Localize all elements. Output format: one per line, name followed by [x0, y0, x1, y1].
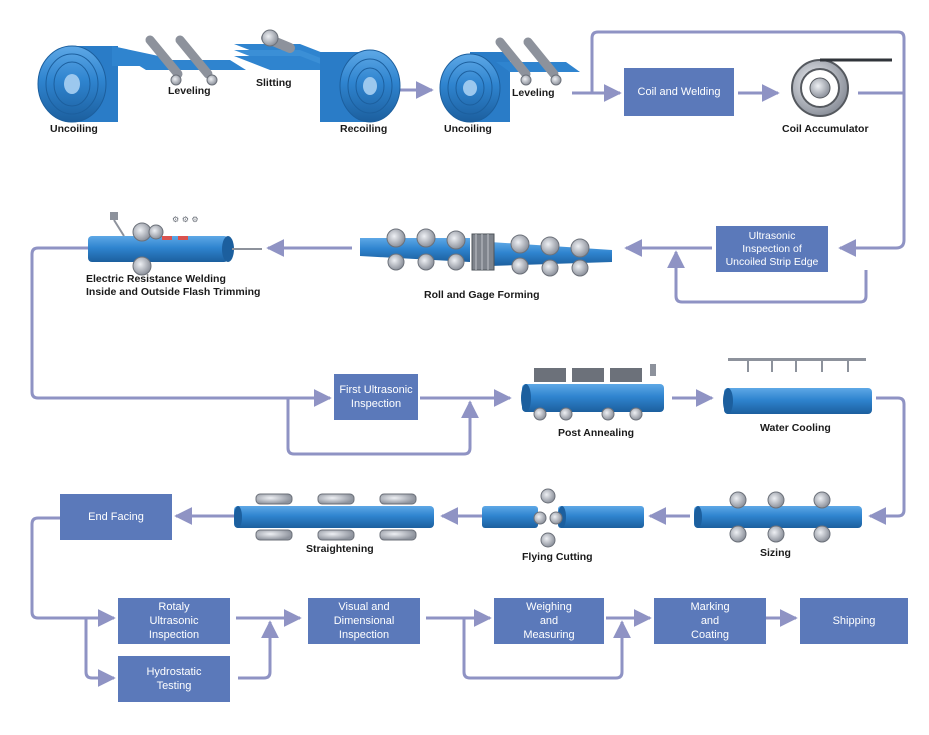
leveling-illustration-2	[495, 37, 580, 86]
arrow-hydrostatic-to-visual	[238, 620, 279, 680]
label-water-cooling: Water Cooling	[760, 422, 831, 434]
loop-first-ultrasonic	[286, 398, 479, 456]
connector-to-hydrostatic	[84, 618, 116, 687]
label-post-annealing: Post Annealing	[558, 427, 634, 439]
box-coil-welding: Coil and Welding	[624, 68, 734, 116]
svg-text:⚙ ⚙ ⚙: ⚙ ⚙ ⚙	[172, 215, 199, 224]
connector-end-facing-to-rotary	[30, 516, 116, 627]
label-coil-accumulator: Coil Accumulator	[782, 123, 869, 135]
uncoiling-illustration-1	[37, 45, 168, 123]
leveling-illustration-1	[130, 35, 246, 86]
box-visual-dimensional-inspection: Visual and Dimensional Inspection	[308, 598, 420, 644]
box-first-ultrasonic-inspection: First Ultrasonic Inspection	[334, 374, 418, 420]
water-cooling-illustration	[723, 358, 872, 414]
post-annealing-illustration	[521, 364, 664, 421]
connector-leveling-to-ultrasonic	[572, 30, 906, 257]
erw-illustration: ⚙ ⚙ ⚙	[88, 212, 262, 276]
box-rotary-ultrasonic-inspection: Rotaly Ultrasonic Inspection	[118, 598, 230, 644]
label-leveling-2: Leveling	[512, 87, 555, 99]
box-ultrasonic-strip-inspection: Ultrasonic Inspection of Uncoiled Strip …	[716, 226, 828, 272]
label-erw-line1: Electric Resistance Welding	[86, 273, 226, 285]
slitting-illustration	[234, 29, 336, 70]
roll-gage-forming-illustration	[360, 228, 612, 277]
label-uncoiling-2: Uncoiling	[444, 123, 492, 135]
label-recoiling: Recoiling	[340, 123, 387, 135]
label-straightening: Straightening	[306, 543, 374, 555]
loop-ultrasonic-strip	[667, 250, 868, 304]
box-marking-coating: Marking and Coating	[654, 598, 766, 644]
label-flying-cutting: Flying Cutting	[522, 551, 593, 563]
flying-cutting-illustration	[482, 488, 644, 548]
loop-weighing	[462, 618, 631, 680]
stage-labels: Uncoiling Leveling Slitting Recoiling Un…	[50, 77, 869, 563]
straightening-illustration	[234, 493, 434, 541]
box-hydrostatic-testing: Hydrostatic Testing	[118, 656, 230, 702]
recoiling-illustration	[320, 49, 401, 123]
sizing-illustration	[694, 491, 862, 543]
label-uncoiling-1: Uncoiling	[50, 123, 98, 135]
connector-erw-to-first-ultrasonic	[30, 246, 332, 407]
label-leveling-1: Leveling	[168, 85, 211, 97]
box-weighing-measuring: Weighing and Measuring	[494, 598, 604, 644]
coil-accumulator-illustration	[791, 58, 892, 117]
connectors	[30, 30, 906, 687]
uncoiling-illustration-2	[439, 52, 510, 123]
label-sizing: Sizing	[760, 547, 791, 559]
box-end-facing: End Facing	[60, 494, 172, 540]
label-erw-line2: Inside and Outside Flash Trimming	[86, 286, 260, 298]
connector-cooling-to-sizing	[868, 396, 906, 525]
label-roll-gage-forming: Roll and Gage Forming	[424, 289, 540, 301]
box-shipping: Shipping	[800, 598, 908, 644]
label-slitting: Slitting	[256, 77, 292, 89]
